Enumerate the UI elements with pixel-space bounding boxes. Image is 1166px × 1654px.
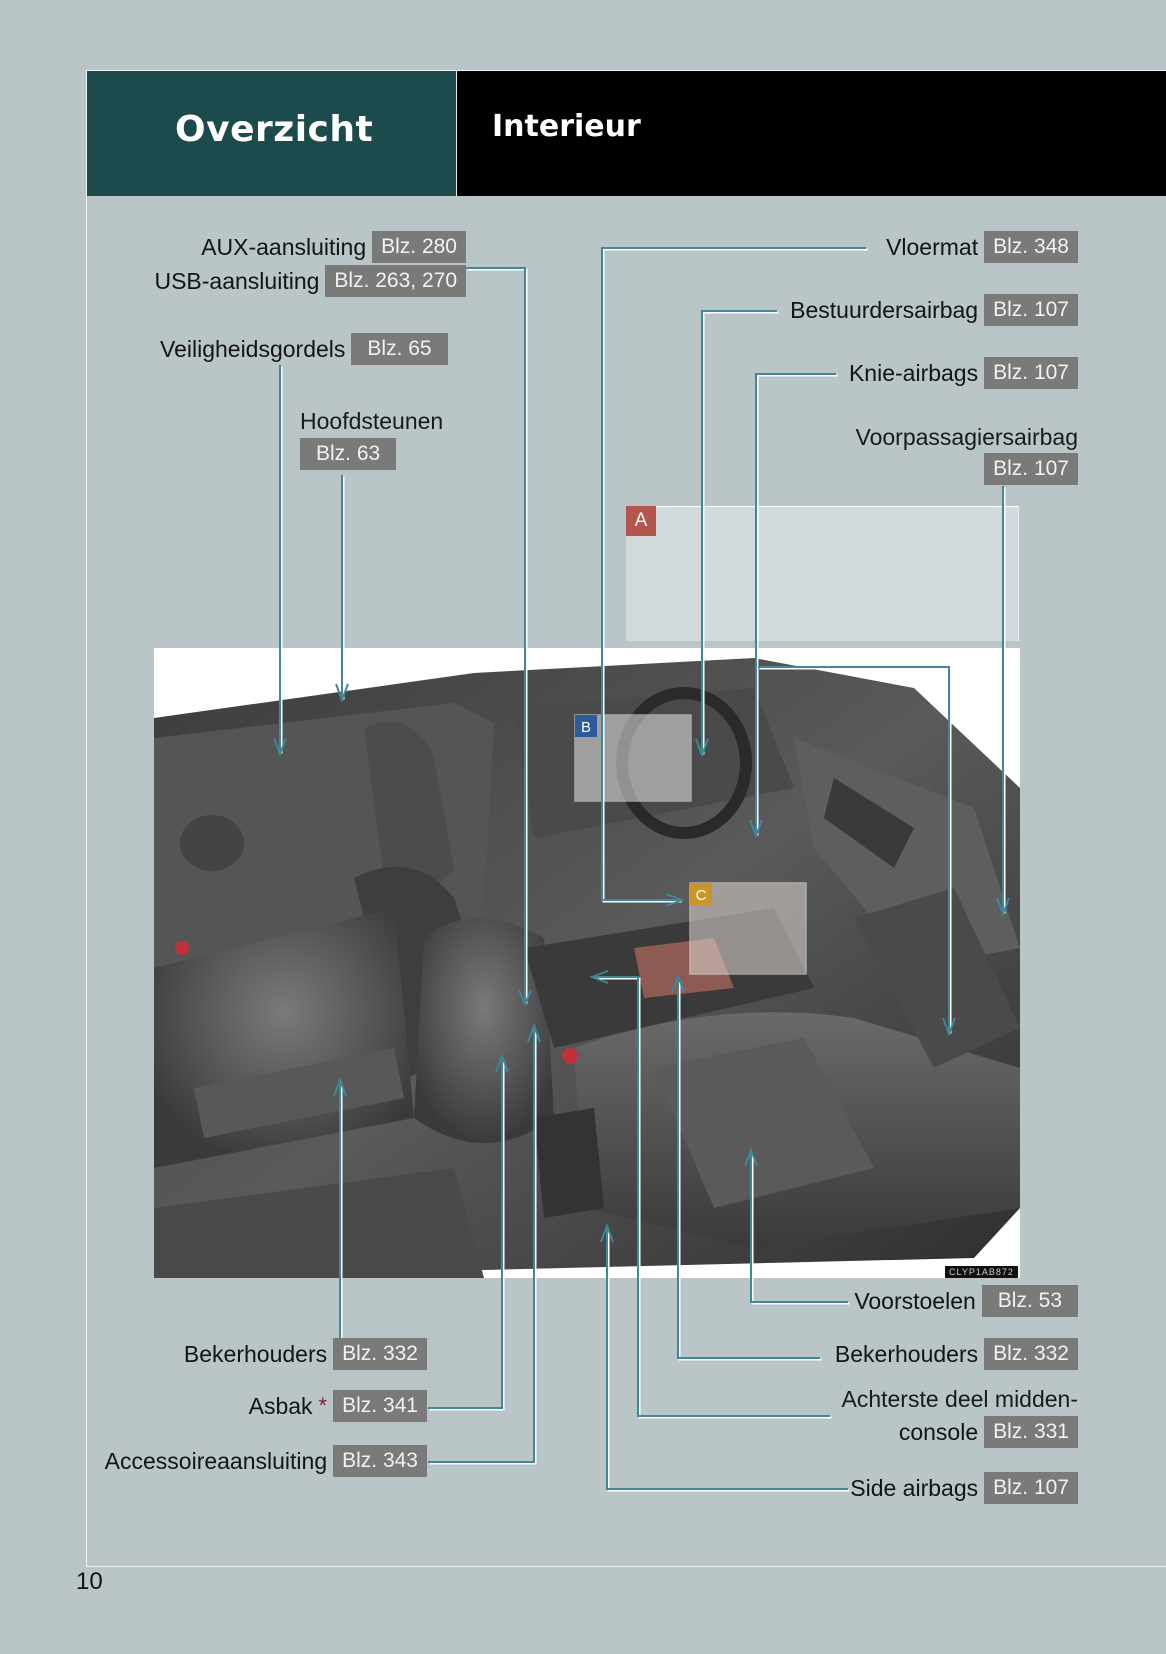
page-ref-bekerhouders-left[interactable]: Blz. 332 (333, 1338, 427, 1370)
label-side-airbags-text: Side airbags (850, 1474, 979, 1501)
label-asbak-text: Asbak (248, 1392, 313, 1419)
label-hoofdsteunen: Blz. 63 (300, 438, 397, 470)
label-veiligheidsgordels-text: Veiligheidsgordels (160, 335, 346, 362)
label-voorpassagiersairbag-text: Voorpassagiersairbag (855, 424, 1078, 450)
label-knie-airbags-text: Knie-airbags (848, 359, 979, 386)
callout-badge-c: C (696, 887, 707, 904)
label-voorstoelen-text: Voorstoelen (854, 1287, 976, 1314)
page-ref-vloermat[interactable]: Blz. 348 (984, 231, 1078, 263)
label-voorpassagiersairbag: Blz. 107 (984, 453, 1078, 485)
label-aux: AUX-aansluiting Blz. 280 (201, 231, 466, 263)
page-title: Interieur (492, 109, 641, 144)
label-side-airbags: Side airbags Blz. 107 (850, 1472, 1078, 1504)
label-bekerhouders-right: Bekerhouders Blz. 332 (835, 1338, 1078, 1370)
label-bestuurdersairbag-text: Bestuurdersairbag (790, 296, 979, 323)
page-ref-usb[interactable]: Blz. 263, 270 (325, 265, 466, 297)
callout-badge-b: B (581, 719, 591, 736)
label-bekerhouders-left-text: Bekerhouders (183, 1340, 328, 1367)
label-achterste-deel-line2: console (898, 1418, 979, 1445)
section-title: Overzicht (175, 109, 374, 150)
label-veiligheidsgordels: Veiligheidsgordels Blz. 65 (160, 333, 448, 365)
page-ref-hoofdsteunen[interactable]: Blz. 63 (300, 438, 397, 470)
label-achterste-deel: console Blz. 331 (899, 1416, 1078, 1448)
page-ref-knie-airbags[interactable]: Blz. 107 (984, 357, 1078, 389)
label-bekerhouders-right-text: Bekerhouders (834, 1340, 979, 1367)
page-ref-achterste-deel[interactable]: Blz. 331 (984, 1416, 1078, 1448)
label-usb-text: USB-aansluiting (154, 267, 320, 294)
page-ref-asbak[interactable]: Blz. 341 (333, 1390, 427, 1422)
page-ref-side-airbags[interactable]: Blz. 107 (984, 1472, 1078, 1504)
label-voorstoelen: Voorstoelen Blz. 53 (854, 1285, 1078, 1317)
label-vloermat: Vloermat Blz. 348 (886, 231, 1078, 263)
page-ref-bekerhouders-right[interactable]: Blz. 332 (984, 1338, 1078, 1370)
label-aux-text: AUX-aansluiting (201, 233, 367, 260)
page-number: 10 (76, 1568, 103, 1595)
label-accessoireaansluiting-text: Accessoireaansluiting (104, 1447, 328, 1474)
page-ref-voorstoelen[interactable]: Blz. 53 (981, 1285, 1078, 1317)
label-bestuurdersairbag: Bestuurdersairbag Blz. 107 (790, 294, 1078, 326)
page-ref-veiligheidsgordels[interactable]: Blz. 65 (351, 333, 448, 365)
car-interior-illustration: B C (154, 648, 1020, 1278)
label-hoofdsteunen-text: Hoofdsteunen (300, 408, 444, 434)
label-bekerhouders-left: Bekerhouders Blz. 332 (184, 1338, 427, 1370)
section-header: Overzicht (87, 71, 457, 196)
page-ref-accessoireaansluiting[interactable]: Blz. 343 (333, 1445, 427, 1477)
label-knie-airbags: Knie-airbags Blz. 107 (849, 357, 1078, 389)
page-ref-voorpassagiersairbag[interactable]: Blz. 107 (984, 453, 1078, 485)
label-asbak: Asbak * Blz. 341 (249, 1390, 427, 1422)
label-vloermat-text: Vloermat (886, 233, 979, 260)
page-ref-bestuurdersairbag[interactable]: Blz. 107 (984, 294, 1078, 326)
page-header: Interieur (457, 71, 1166, 196)
optional-marker-icon: * (318, 1393, 328, 1418)
page-frame (86, 70, 1166, 1567)
interior-photo: B C (154, 648, 1020, 1278)
callout-box-a (626, 506, 1019, 641)
callout-badge-a: A (626, 506, 656, 536)
label-usb: USB-aansluiting Blz. 263, 270 (154, 265, 466, 297)
image-code: CLYP1AB872 (945, 1266, 1018, 1278)
page-ref-aux[interactable]: Blz. 280 (372, 231, 466, 263)
label-achterste-deel-line1: Achterste deel midden- (841, 1386, 1078, 1412)
label-accessoireaansluiting: Accessoireaansluiting Blz. 343 (105, 1445, 427, 1477)
